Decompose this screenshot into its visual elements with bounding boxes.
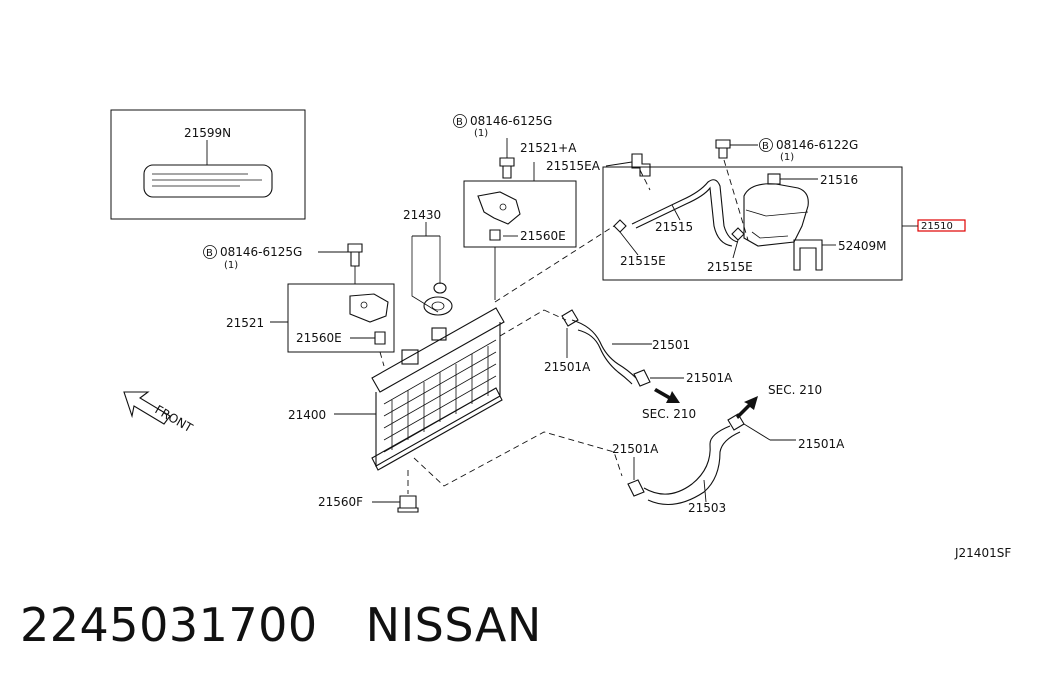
part-label-21515EA: 21515EA	[546, 159, 601, 173]
radiator-core-icon	[375, 322, 501, 467]
part-label-21515E-right: 21515E	[707, 260, 753, 274]
bolt-icon-left	[347, 243, 363, 267]
reservoir-tank-icon	[743, 183, 809, 247]
bracket-box-left: 21521 21560E	[226, 283, 395, 367]
lower-mount-icon	[397, 495, 419, 513]
part-label-08146-6122G: 08146-6122G	[776, 138, 858, 152]
hose-clip-icon-right	[731, 227, 745, 241]
bolt-symbol-right-icon	[759, 138, 773, 152]
qty-top: (1)	[474, 128, 488, 139]
bracket-box-left-frame	[287, 283, 395, 353]
radiator-cap-icon	[423, 296, 453, 316]
part-label-21521: 21521	[226, 316, 264, 330]
sec210-label-b: SEC. 210	[768, 383, 822, 397]
part-label-21521A: 21521+A	[520, 141, 577, 155]
warning-label-icon	[143, 164, 273, 198]
radiator-inlet-icon	[401, 349, 419, 365]
lower-hose-group: 21501A 21503 21501A SEC. 210	[413, 383, 845, 515]
lower-mount-group: 21560F	[318, 470, 419, 513]
part-label-21515E-left: 21515E	[620, 254, 666, 268]
bracket-icon-top	[477, 191, 521, 225]
front-arrow-icon	[123, 391, 171, 425]
highlight-box-21510	[917, 219, 966, 232]
mount-rubber-icon-top	[489, 229, 501, 241]
part-label-52409M: 52409M	[838, 239, 887, 253]
top-bolt-callout: B 08146-6125G (1)	[453, 114, 552, 179]
caption: 2245031700 NISSAN	[20, 598, 542, 652]
reservoir-cap-icon	[767, 173, 781, 185]
part-label-08146-6125G-left: 08146-6125G	[220, 245, 302, 259]
radiator-filler-neck-icon	[431, 327, 447, 341]
part-label-21430: 21430	[403, 208, 441, 222]
radiator-group: 21400	[288, 307, 505, 471]
bolt-symbol-top: B	[456, 117, 463, 128]
bolt-icon-top	[499, 157, 515, 179]
reservoir-connection-line	[494, 225, 615, 303]
front-indicator: FRONT	[123, 391, 196, 435]
qty-right: (1)	[780, 152, 794, 163]
hose-clamp-icon-3	[627, 479, 645, 497]
bracket-box-top: 21560E 21521+A	[463, 141, 577, 300]
part-label-21501: 21501	[652, 338, 690, 352]
sec210-arrow-icon-b	[736, 396, 758, 419]
radiator-top-tank	[371, 307, 505, 393]
diagram-code: J21401SF	[954, 546, 1011, 560]
upper-hose-icon	[571, 319, 637, 379]
hose-clamp-icon-4	[727, 413, 745, 431]
reservoir-box-group: 21510 21516 52409M 21515 21515E 21515E 2…	[546, 138, 966, 281]
hose-clamp-icon-2	[633, 369, 651, 387]
label-box-group: 21599N	[110, 109, 306, 220]
part-label-21501A-4: 21501A	[798, 437, 845, 451]
part-label-21501A-2: 21501A	[686, 371, 733, 385]
label-box-frame	[110, 109, 306, 220]
sec210-label-a: SEC. 210	[642, 407, 696, 421]
bolt-icon-right	[715, 139, 731, 159]
qty-left: (1)	[224, 260, 238, 271]
sec210-arrow-icon-a	[654, 388, 680, 403]
part-label-21400: 21400	[288, 408, 326, 422]
front-label: FRONT	[153, 402, 196, 435]
caption-part-number: 2245031700	[20, 598, 318, 652]
bolt-symbol-right: B	[762, 141, 769, 152]
bracket-box-top-frame	[463, 180, 577, 248]
hose-clamp-icon-ea	[631, 153, 651, 177]
reservoir-bracket-icon	[793, 239, 823, 271]
part-label-08146-6125G-top: 08146-6125G	[470, 114, 552, 128]
mount-rubber-icon-left	[374, 331, 386, 345]
left-bolt-callout: B 08146-6125G (1)	[203, 243, 363, 284]
part-label-21501A-3: 21501A	[612, 442, 659, 456]
part-label-21560E-top: 21560E	[520, 229, 566, 243]
upper-hose-group: 21501 21501A 21501A SEC. 210	[499, 309, 733, 421]
part-label-21515: 21515	[655, 220, 693, 234]
lower-hose-connection-line	[413, 431, 623, 487]
caption-brand: NISSAN	[365, 598, 542, 652]
hose-clamp-icon-1	[561, 309, 579, 327]
part-label-21516: 21516	[820, 173, 858, 187]
part-label-21560F: 21560F	[318, 495, 363, 509]
bolt-symbol-left: B	[206, 248, 213, 259]
reservoir-box-frame	[602, 166, 903, 281]
bracket-icon-left	[349, 293, 389, 323]
part-label-21503: 21503	[688, 501, 726, 515]
part-label-21501A-1: 21501A	[544, 360, 591, 374]
bolt-symbol-left-icon	[203, 245, 217, 259]
overflow-hose-icon	[631, 179, 739, 243]
radiator-cap-group: 21430	[403, 208, 453, 316]
part-label-21510: 21510	[921, 221, 953, 232]
lower-hose-icon	[643, 425, 731, 495]
overflow-hose-inner	[635, 186, 733, 247]
bolt-symbol-icon	[453, 114, 467, 128]
hose-clip-icon-left	[613, 219, 627, 233]
part-label-21599N: 21599N	[184, 126, 231, 140]
cap-seal-icon	[433, 282, 447, 294]
part-label-21560E-left: 21560E	[296, 331, 342, 345]
